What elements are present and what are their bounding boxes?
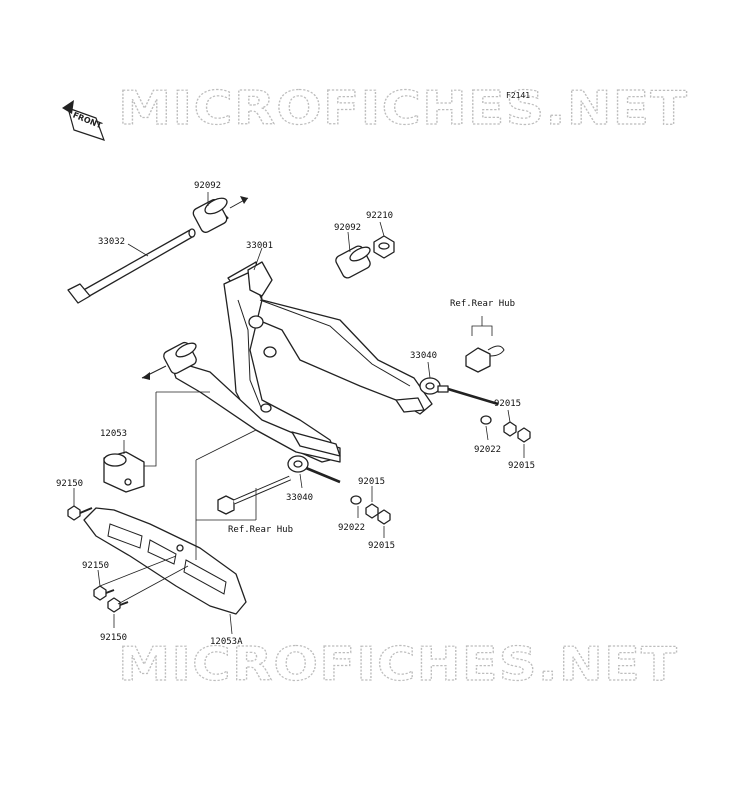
- nut-92210: [373, 235, 395, 259]
- rear-hub-axle-bolt: [217, 475, 291, 515]
- label-92015-left-b: 92015: [368, 541, 395, 551]
- bolt-92150-c: [107, 597, 129, 613]
- bushing-92092-right: [335, 245, 371, 279]
- label-92150-b: 92150: [82, 561, 109, 571]
- label-92015-right-b: 92015: [508, 461, 535, 471]
- label-12053: 12053: [100, 429, 127, 439]
- label-33040-left: 33040: [286, 493, 313, 503]
- watermark-top: MICROFICHES.NET: [118, 81, 688, 135]
- chain-adjuster-33040-right: [419, 377, 499, 406]
- label-92210: 92210: [366, 211, 393, 221]
- nut-92015-right-b: [517, 427, 531, 443]
- nut-92015-right-a: [503, 421, 517, 437]
- label-92022-left: 92022: [338, 523, 365, 533]
- label-12053A: 12053A: [210, 637, 243, 647]
- figure-id: F2141: [506, 91, 530, 100]
- label-33001: 33001: [246, 241, 273, 251]
- swingarm-33001: [169, 261, 433, 463]
- label-33032: 33032: [98, 237, 125, 247]
- label-92150-c: 92150: [100, 633, 127, 643]
- front-arrow-icon: FRONT: [62, 100, 105, 141]
- bolt-92150-a: [67, 505, 93, 521]
- label-92092-left: 92092: [194, 181, 221, 191]
- washer-92022-left: [350, 495, 362, 505]
- bolt-92150-b: [93, 585, 115, 601]
- label-92022-right: 92022: [474, 445, 501, 455]
- label-92015-right-a: 92015: [494, 399, 521, 409]
- chain-guide-12053: [103, 451, 145, 493]
- label-92150-a: 92150: [56, 479, 83, 489]
- ref-rear-hub-right: Ref.Rear Hub: [450, 299, 515, 309]
- pivot-shaft-33032: [67, 228, 196, 304]
- axle-nut-right: [465, 345, 505, 373]
- label-92015-left-a: 92015: [358, 477, 385, 487]
- watermark-bottom: MICROFICHES.NET: [118, 637, 678, 691]
- bushing-92092-pivot: [163, 341, 197, 375]
- label-33040-right: 33040: [410, 351, 437, 361]
- nut-92015-left-b: [377, 509, 391, 525]
- bushing-92092-left: [192, 197, 229, 233]
- label-92092-right: 92092: [334, 223, 361, 233]
- nut-92015-left-a: [365, 503, 379, 519]
- washer-92022-right: [480, 415, 492, 425]
- chain-adjuster-33040-left: [287, 455, 341, 484]
- ref-rear-hub-left: Ref.Rear Hub: [228, 525, 293, 535]
